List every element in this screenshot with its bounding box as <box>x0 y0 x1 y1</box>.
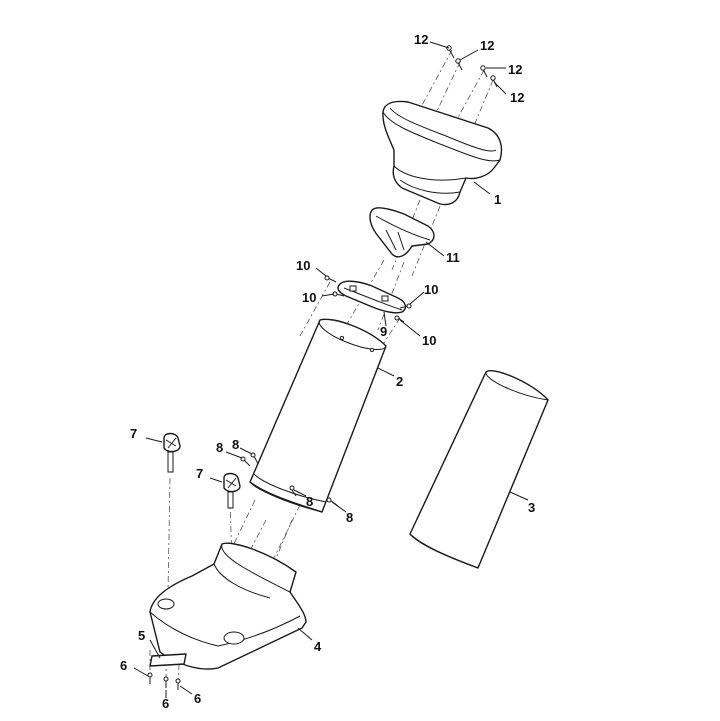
callout-3: 3 <box>528 500 535 515</box>
callout-1: 1 <box>494 192 501 207</box>
callout-5: 5 <box>138 628 145 643</box>
tube-part-2 <box>249 318 387 513</box>
leader-lines <box>133 41 529 698</box>
callout-7-a: 7 <box>130 426 137 441</box>
callout-12-b: 12 <box>480 38 494 53</box>
callout-10-b: 10 <box>302 290 316 305</box>
screw-10-a <box>324 275 337 283</box>
callout-8-c: 8 <box>306 494 313 509</box>
callout-9: 9 <box>380 324 387 339</box>
callout-labels: 12 12 12 12 1 11 10 10 10 10 9 2 3 7 7 8… <box>120 32 535 711</box>
callout-6-c: 6 <box>194 691 201 706</box>
screw-12-b <box>455 58 463 71</box>
plate-part-5 <box>149 653 187 667</box>
base-part-4 <box>149 542 307 670</box>
callout-4: 4 <box>314 639 322 654</box>
callout-6-b: 6 <box>162 696 169 711</box>
sleeve-part-3 <box>409 370 549 569</box>
callout-8-b: 8 <box>232 437 239 452</box>
callout-8-d: 8 <box>346 510 353 525</box>
screw-8-a <box>240 456 251 467</box>
screw-12-c <box>480 65 488 78</box>
callout-12-d: 12 <box>510 90 524 105</box>
screw-6-c <box>175 678 181 690</box>
callout-10-c: 10 <box>424 282 438 297</box>
callout-11: 11 <box>446 250 460 265</box>
callout-7-b: 7 <box>196 466 203 481</box>
screw-10-c <box>399 303 412 309</box>
inner-cone-part-11 <box>369 207 435 258</box>
screw-12-d <box>490 75 498 88</box>
screw-10-b <box>332 291 345 297</box>
screw-10-d <box>394 315 405 323</box>
ring-part-9 <box>337 280 407 314</box>
callout-6-a: 6 <box>120 658 127 673</box>
callout-2: 2 <box>396 374 403 389</box>
knob-7-left <box>163 432 181 473</box>
screw-6-a <box>147 672 153 684</box>
screw-6-b <box>163 676 169 688</box>
callout-8-a: 8 <box>216 440 223 455</box>
screw-8-c <box>289 485 297 497</box>
callout-10-a: 10 <box>296 258 310 273</box>
knob-7-right <box>223 472 241 509</box>
screw-8-b <box>250 452 259 465</box>
callout-12-a: 12 <box>414 32 428 47</box>
funnel-collar-part-1 <box>382 100 503 206</box>
callout-10-d: 10 <box>422 333 436 348</box>
callout-12-c: 12 <box>508 62 522 77</box>
